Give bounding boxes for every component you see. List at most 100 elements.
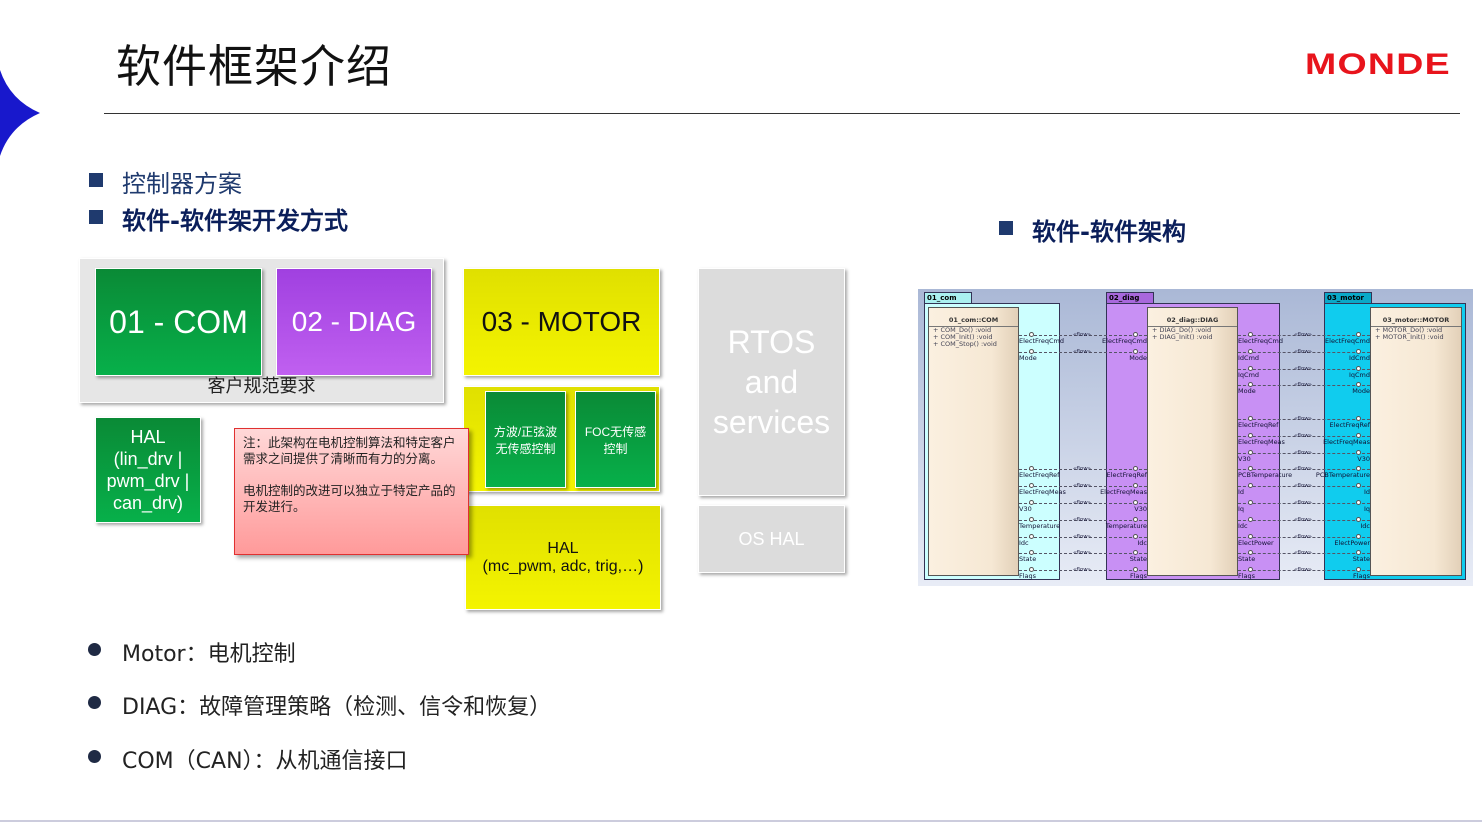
port-label-right: IqCmd bbox=[1348, 370, 1370, 379]
flow-connector bbox=[1238, 351, 1370, 353]
flow-label: «flow» bbox=[1294, 348, 1312, 355]
flow-connector bbox=[1019, 486, 1147, 488]
port-icon bbox=[1133, 516, 1138, 522]
rtos-label: RTOS and services bbox=[712, 324, 831, 440]
port-label-left: V30 bbox=[1238, 454, 1251, 463]
bullet-dev-approach: 软件-软件架开发方式 bbox=[122, 207, 348, 235]
port-icon bbox=[1248, 567, 1253, 573]
flow-connector bbox=[1238, 503, 1370, 504]
port-icon bbox=[1029, 550, 1034, 556]
flow-label: «flow» bbox=[1294, 432, 1312, 439]
foc-sensorless-block: FOC无传感控制 bbox=[575, 391, 656, 488]
port-label-left: ElectFreqMeas bbox=[1019, 488, 1066, 497]
flow-connector bbox=[1238, 385, 1370, 387]
square-bullet-icon bbox=[89, 173, 103, 187]
port-icon bbox=[1356, 332, 1361, 337]
flow-connector bbox=[1238, 435, 1370, 437]
port-icon bbox=[1248, 466, 1253, 472]
flow-label: «flow» bbox=[1294, 567, 1312, 574]
port-label-right: PCBTemperature bbox=[1315, 471, 1370, 480]
port-icon bbox=[1029, 500, 1034, 505]
port-label-left: ElectFreqRef bbox=[1019, 471, 1060, 480]
port-label-left: State bbox=[1238, 555, 1256, 564]
motor-block: 03 - MOTOR bbox=[463, 268, 660, 376]
square-bullet-icon bbox=[999, 221, 1013, 235]
port-label-left: ElectPower bbox=[1238, 538, 1274, 547]
port-icon bbox=[1248, 332, 1253, 337]
class-operation: + DIAG_Do() :void bbox=[1152, 326, 1212, 334]
port-label-left: PCBTemperature bbox=[1238, 471, 1293, 480]
flow-label: «flow» bbox=[1073, 533, 1091, 540]
flow-connector bbox=[1019, 469, 1147, 471]
port-label-left: Flags bbox=[1019, 572, 1037, 581]
port-icon bbox=[1029, 516, 1034, 522]
port-icon bbox=[1029, 533, 1034, 539]
footer-line bbox=[0, 820, 1482, 822]
port-label-right: Mode bbox=[1129, 353, 1147, 362]
class-name: 03_motor::MOTOR bbox=[1371, 316, 1461, 327]
flow-label: «flow» bbox=[1073, 516, 1091, 523]
flow-label: «flow» bbox=[1073, 332, 1091, 338]
square-bullet-icon bbox=[89, 210, 103, 224]
port-icon bbox=[1356, 449, 1361, 455]
port-icon bbox=[1248, 516, 1253, 522]
note-box: 注：此架构在电机控制算法和特定客户需求之间提供了清晰而有力的分离。 电机控制的改… bbox=[234, 428, 469, 555]
uml-class: 02_diag::DIAG+ DIAG_Do() :void+ DIAG_Ini… bbox=[1147, 307, 1238, 576]
flow-connector bbox=[1019, 553, 1147, 555]
class-name: 01_com::COM bbox=[929, 316, 1018, 327]
flow-connector bbox=[1238, 452, 1370, 454]
os-hal-label: OS HAL bbox=[738, 528, 805, 549]
motor-label: 03 - MOTOR bbox=[481, 306, 642, 337]
flow-connector bbox=[1238, 519, 1370, 521]
port-icon bbox=[1356, 483, 1361, 489]
class-operation: + COM_Do() :void bbox=[933, 326, 992, 334]
port-icon bbox=[1248, 500, 1253, 505]
port-label-left: Flags bbox=[1238, 572, 1256, 581]
port-icon bbox=[1133, 348, 1138, 354]
port-label-left: Idc bbox=[1238, 521, 1248, 530]
hal-comm-block: HAL (lin_drv | pwm_drv | can_drv) bbox=[95, 417, 201, 523]
flow-connector bbox=[1238, 469, 1370, 471]
flow-connector bbox=[1238, 570, 1370, 572]
flow-connector bbox=[1019, 335, 1147, 336]
port-icon bbox=[1356, 516, 1361, 522]
class-operation: + MOTOR_Do() :void bbox=[1375, 326, 1443, 334]
flow-connector bbox=[1238, 536, 1370, 538]
port-label-right: Idc bbox=[1137, 538, 1147, 547]
square-sine-sensorless-block: 方波/正弦波无传感控制 bbox=[485, 391, 566, 488]
flow-label: «flow» bbox=[1073, 567, 1091, 574]
port-label-right: ElectFreqRef bbox=[1329, 421, 1370, 429]
bullet-diag: DIAG：故障管理策略（检测、信令和恢复） bbox=[122, 695, 552, 720]
monde-logo: MONDE bbox=[1305, 48, 1451, 81]
port-label-right: Idc bbox=[1360, 521, 1370, 530]
port-label-right: Flags bbox=[1129, 572, 1147, 581]
slide-title: 软件框架介绍 bbox=[116, 40, 393, 93]
hal-comm-label: HAL (lin_drv | pwm_drv | can_drv) bbox=[106, 427, 190, 513]
flow-label: «flow» bbox=[1294, 382, 1312, 389]
port-label-left: Temperature bbox=[1019, 521, 1061, 530]
port-label-right: ElectPower bbox=[1334, 538, 1370, 547]
port-icon bbox=[1133, 567, 1138, 573]
circle-bullet-icon bbox=[88, 643, 101, 656]
port-label-left: ElectFreqRef bbox=[1238, 421, 1279, 429]
port-icon bbox=[1029, 466, 1034, 472]
port-icon bbox=[1356, 550, 1361, 556]
os-hal-block: OS HAL bbox=[698, 505, 845, 573]
port-icon bbox=[1356, 365, 1361, 371]
port-label-left: IqCmd bbox=[1238, 370, 1260, 379]
port-icon bbox=[1356, 432, 1361, 438]
flow-label: «flow» bbox=[1294, 483, 1312, 490]
port-icon bbox=[1248, 533, 1253, 539]
class-operation: + MOTOR_Init() :void bbox=[1375, 333, 1444, 341]
uml-class: 03_motor::MOTOR+ MOTOR_Do() :void+ MOTOR… bbox=[1370, 307, 1462, 576]
uml-class: 01_com::COM+ COM_Do() :void+ COM_Init() … bbox=[928, 307, 1019, 576]
port-icon bbox=[1248, 432, 1253, 438]
port-label-right: Mode bbox=[1352, 387, 1370, 396]
flow-label: «flow» bbox=[1294, 365, 1312, 372]
port-label-left: Iq bbox=[1238, 505, 1245, 513]
port-icon bbox=[1133, 550, 1138, 556]
com-label: 01 - COM bbox=[109, 303, 248, 340]
port-label-right: State bbox=[1129, 555, 1147, 564]
flow-label: «flow» bbox=[1073, 348, 1091, 355]
rtos-block: RTOS and services bbox=[698, 268, 845, 496]
